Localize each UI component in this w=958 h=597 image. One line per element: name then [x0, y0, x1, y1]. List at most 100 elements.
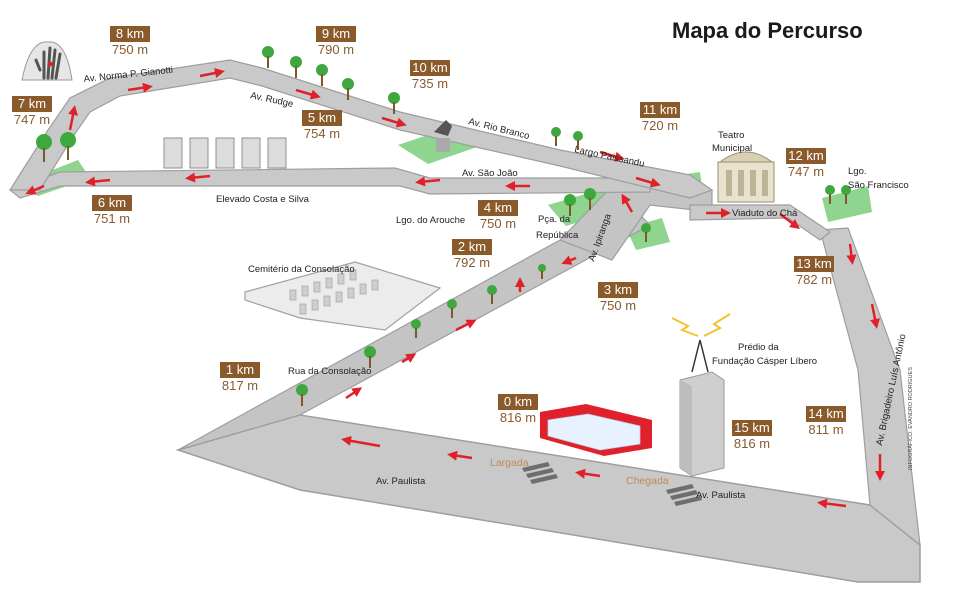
km-label: 12 km [788, 148, 823, 163]
km-label: 0 km [504, 394, 532, 409]
altitude-label: 790 m [318, 42, 354, 57]
building-row [163, 137, 287, 169]
km-box [92, 195, 132, 211]
place-label: Prédio da [738, 342, 779, 353]
altitude-label: 782 m [796, 272, 832, 287]
tree-icon [60, 132, 76, 160]
km-box [478, 200, 518, 216]
antenna-icon [671, 313, 731, 373]
place-label: Municipal [712, 143, 752, 154]
km-box [302, 110, 342, 126]
place-label: Fundação Cásper Líbero [712, 356, 817, 367]
place-label: Lgo. [848, 166, 867, 177]
road-north-loop [8, 59, 714, 199]
tree-icon [641, 223, 651, 242]
altitude-label: 817 m [222, 378, 258, 393]
street-label: Elevado Costa e Silva [216, 194, 310, 205]
place-label: Lgo. do Arouche [396, 215, 465, 226]
altitude-label: 735 m [412, 76, 448, 91]
km-box [640, 102, 680, 118]
finish-stripes [666, 484, 702, 506]
tree-icon [388, 92, 400, 114]
tree-icon [551, 127, 561, 146]
road-av-paulista [175, 414, 921, 583]
tree-icon [364, 346, 376, 368]
credit-label: INFOGRÁFICO: EVANDRO RODRIGUES [907, 367, 914, 470]
tree-icon [296, 384, 308, 406]
altitude-label: 792 m [454, 255, 490, 270]
trees [36, 46, 851, 406]
km-label: 6 km [98, 195, 126, 210]
place-label: Cemitério da Consolação [248, 264, 355, 275]
km-box [110, 26, 150, 42]
start-building [540, 404, 652, 456]
tree-icon [411, 319, 421, 338]
finish-label: Chegada [626, 475, 669, 487]
km-box [498, 394, 538, 410]
place-label: República [536, 230, 579, 241]
tree-icon [825, 185, 835, 204]
km-label: 1 km [226, 362, 254, 377]
place-label: Teatro [718, 130, 744, 141]
altitude-label: 816 m [734, 436, 770, 451]
direction-arrows [25, 68, 885, 509]
km-box [410, 60, 450, 76]
horse-statue-icon [434, 120, 452, 152]
street-label: Rua da Consolação [288, 366, 371, 377]
tree-icon [447, 299, 457, 318]
km-label: 8 km [116, 26, 144, 41]
altitude-label: 750 m [600, 298, 636, 313]
street-label: Viaduto do Chá [732, 208, 798, 219]
altitude-label: 811 m [808, 422, 843, 437]
casper-libero-tower [679, 371, 725, 477]
tree-icon [584, 188, 596, 210]
km-label: 5 km [308, 110, 336, 125]
tree-icon [290, 56, 302, 78]
tree-icon [487, 285, 497, 304]
tree-icon [573, 131, 583, 150]
street-label: Av. Paulista [376, 476, 426, 487]
map-title: Mapa do Percurso [672, 18, 863, 43]
km-box [732, 420, 772, 436]
km-box [452, 239, 492, 255]
km-box [12, 96, 52, 112]
altitude-label: 816 m [500, 410, 536, 425]
start-stripes [522, 462, 558, 484]
km-label: 10 km [412, 60, 447, 75]
tree-icon [538, 264, 546, 279]
tree-icon [564, 194, 576, 216]
tree-icon [841, 185, 851, 204]
altitude-label: 747 m [14, 112, 50, 127]
roads [8, 59, 921, 583]
landmarks [21, 41, 775, 477]
km-box [220, 362, 260, 378]
altitude-label: 747 m [788, 164, 824, 179]
tree-icon [316, 64, 328, 86]
km-box [806, 406, 846, 422]
theater-icon [717, 151, 775, 203]
altitude-label: 720 m [642, 118, 678, 133]
altitude-label: 750 m [480, 216, 516, 231]
km-label: 15 km [734, 420, 769, 435]
road-elevado [8, 167, 651, 199]
km-label: 14 km [808, 406, 843, 421]
place-label: São Francisco [848, 180, 909, 191]
km-box [794, 256, 834, 272]
hand-monument-icon [21, 41, 73, 81]
road-brigadeiro [819, 227, 921, 547]
